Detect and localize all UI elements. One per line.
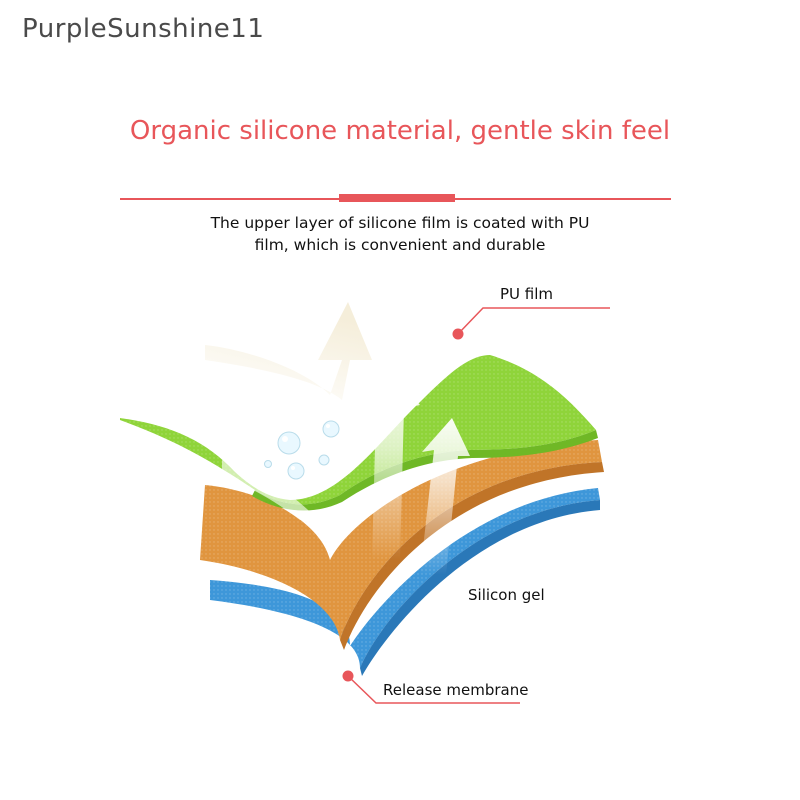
divider-accent <box>339 194 455 202</box>
water-droplets-icon <box>264 420 340 480</box>
breathable-arrow-icon <box>205 302 372 400</box>
release-membrane-layer <box>210 488 600 676</box>
headline: Organic silicone material, gentle skin f… <box>129 116 671 146</box>
callout-pu-film <box>452 307 610 340</box>
pu-film-layer <box>120 355 598 511</box>
watermark: PurpleSunshine11 <box>22 14 265 44</box>
description-line-2: film, which is convenient and durable <box>254 236 546 254</box>
description: The upper layer of silicone film is coat… <box>0 212 800 256</box>
callout-release-membrane <box>342 670 520 704</box>
label-release-membrane: Release membrane <box>383 681 529 699</box>
label-silicon-gel: Silicon gel <box>468 586 545 604</box>
label-pu-film: PU film <box>500 285 554 303</box>
description-line-1: The upper layer of silicone film is coat… <box>210 214 590 232</box>
breathable-arrow-icon <box>222 372 470 575</box>
